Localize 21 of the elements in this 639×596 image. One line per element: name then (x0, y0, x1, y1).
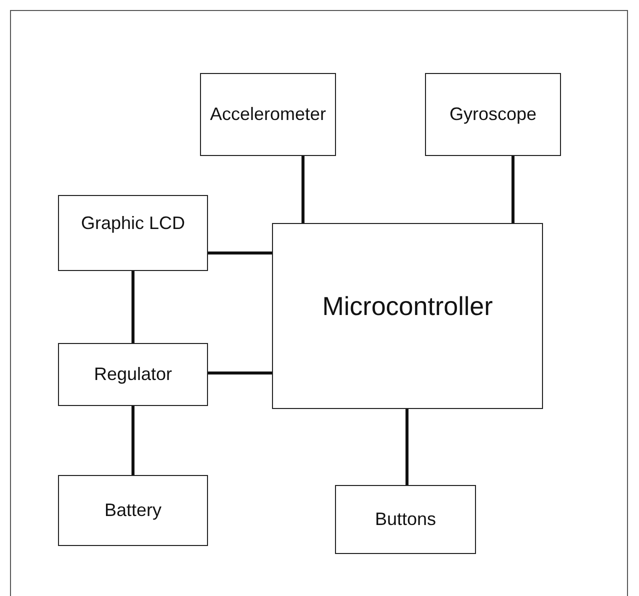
block-label: Battery (104, 499, 162, 522)
connector-line (132, 406, 134, 475)
block-box (58, 475, 208, 546)
connector-line (512, 156, 514, 223)
connector-line (208, 252, 272, 254)
block-label: Buttons (374, 508, 436, 531)
connector-line (208, 372, 272, 374)
block-label: Microcontroller (322, 290, 493, 323)
connector-line (302, 156, 304, 223)
block-box (425, 73, 561, 156)
block-box (335, 485, 476, 554)
connector-line (132, 271, 134, 343)
connector-line (406, 409, 408, 485)
block-box (200, 73, 336, 156)
block-label: Regulator (94, 363, 172, 386)
block-box (58, 195, 208, 271)
block-label: Graphic LCD (80, 212, 186, 235)
block-label: Accelerometer (210, 103, 326, 126)
block-box (272, 223, 543, 409)
block-label: Gyroscope (449, 103, 537, 126)
block-box (58, 343, 208, 406)
